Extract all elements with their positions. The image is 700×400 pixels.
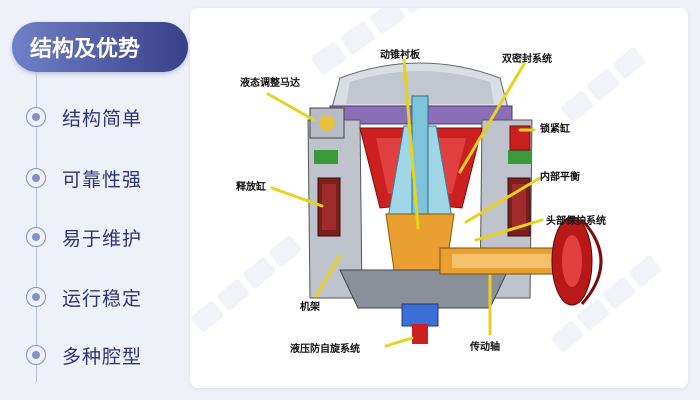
bullet-icon xyxy=(26,107,46,127)
label-release-cylinder: 释放缸 xyxy=(236,182,266,193)
feature-label: 运行稳定 xyxy=(62,287,143,310)
label-frame: 机架 xyxy=(300,302,320,313)
label-mantle-liner: 动锥衬板 xyxy=(380,50,420,61)
feature-item-reliable[interactable]: 可靠性强 xyxy=(26,163,142,193)
label-lock-cylinder: 锁紧缸 xyxy=(540,124,570,135)
feature-item-stable[interactable]: 运行稳定 xyxy=(26,282,142,312)
feature-item-simple[interactable]: 结构简单 xyxy=(26,102,142,132)
feature-sidebar: 结构及优势 结构简单 可靠性强 易于维护 运行稳定 多种腔型 xyxy=(0,0,190,400)
feature-label: 可靠性强 xyxy=(62,168,143,191)
bullet-icon xyxy=(26,168,46,188)
watermark-logo xyxy=(191,8,662,353)
feature-label: 易于维护 xyxy=(62,227,143,250)
bullet-icon xyxy=(26,345,46,365)
label-internal-balance: 内部平衡 xyxy=(540,172,580,183)
feature-item-maintenance[interactable]: 易于维护 xyxy=(26,222,142,252)
label-dual-seal: 双密封系统 xyxy=(502,54,552,65)
feature-label: 结构简单 xyxy=(62,107,143,130)
bullet-icon xyxy=(26,227,46,247)
label-hydraulic-motor: 液态调整马达 xyxy=(240,78,300,89)
cone-crusher-diagram xyxy=(266,58,603,348)
bullet-icon xyxy=(26,287,46,307)
label-head-protection: 头部保护系统 xyxy=(546,216,606,227)
diagram-card: 液态调整马达 动锥衬板 双密封系统 锁紧缸 释放缸 内部平衡 头部保护系统 机架… xyxy=(190,8,688,388)
section-title: 结构及优势 xyxy=(12,22,188,72)
feature-item-chambers[interactable]: 多种腔型 xyxy=(26,340,142,370)
label-anti-spin: 液压防自旋系统 xyxy=(290,344,360,355)
label-drive-shaft: 传动轴 xyxy=(470,342,500,353)
feature-label: 多种腔型 xyxy=(62,345,143,368)
section-title-text: 结构及优势 xyxy=(30,37,141,62)
